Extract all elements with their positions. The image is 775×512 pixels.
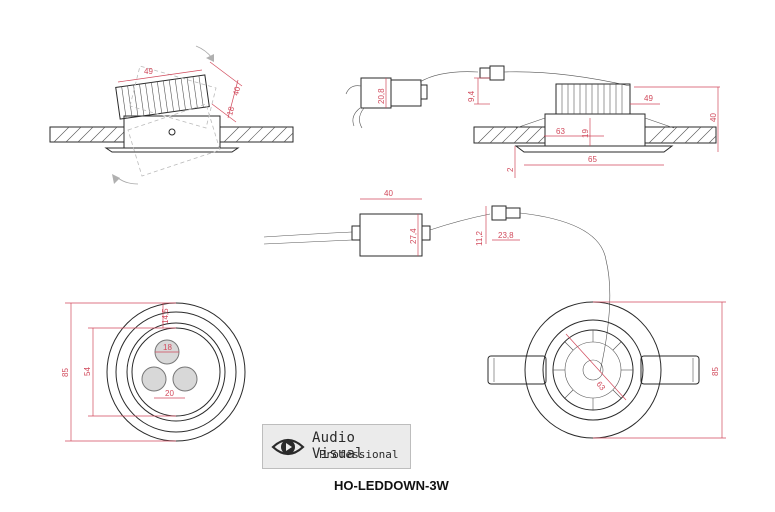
dim-11-2: 11,2	[475, 230, 484, 246]
dim-14-5: 14,5	[161, 308, 170, 324]
driver-top-view: 40 27,4 11,2 23,8	[263, 189, 611, 373]
dim-27-4: 27,4	[409, 228, 418, 244]
dim-49-tilt: 49	[144, 67, 153, 76]
model-name: HO-LEDDOWN-3W	[334, 478, 449, 493]
dim-23-8: 23,8	[498, 231, 514, 240]
dim-85-rear: 85	[711, 367, 720, 376]
tilt-side-view: 49 40 18	[49, 45, 294, 185]
logo-text-line1: Audio Visual	[312, 430, 364, 462]
eye-play-icon	[271, 438, 305, 456]
dim-63-rear: 63	[594, 380, 607, 393]
logo-text-line2: Professional	[319, 448, 399, 461]
dim-40-driver: 40	[384, 189, 393, 198]
dim-18-tilt: 18	[225, 105, 236, 116]
dim-20-led: 20	[165, 389, 174, 398]
dim-40-side: 40	[709, 113, 718, 122]
dim-40-tilt: 40	[231, 85, 242, 96]
dim-19: 19	[581, 129, 590, 138]
dim-63-side: 63	[556, 127, 565, 136]
dim-2: 2	[506, 167, 515, 172]
dim-49-side: 49	[644, 94, 653, 103]
dim-85-front: 85	[61, 368, 70, 377]
dim-20-8: 20,8	[377, 88, 386, 104]
dim-9-4: 9,4	[467, 90, 476, 102]
installed-side-view: 49 40 63 19 65 2	[473, 83, 720, 178]
dim-65: 65	[588, 155, 597, 164]
dim-18-led: 18	[163, 343, 172, 352]
rear-view: 63 85	[487, 301, 726, 439]
driver-side-view: 20,8 9,4	[345, 65, 631, 129]
dim-54: 54	[83, 367, 92, 376]
front-view: 85 54 14,5 18 20	[61, 302, 246, 442]
company-logo: Audio Visual Professional	[262, 424, 411, 469]
